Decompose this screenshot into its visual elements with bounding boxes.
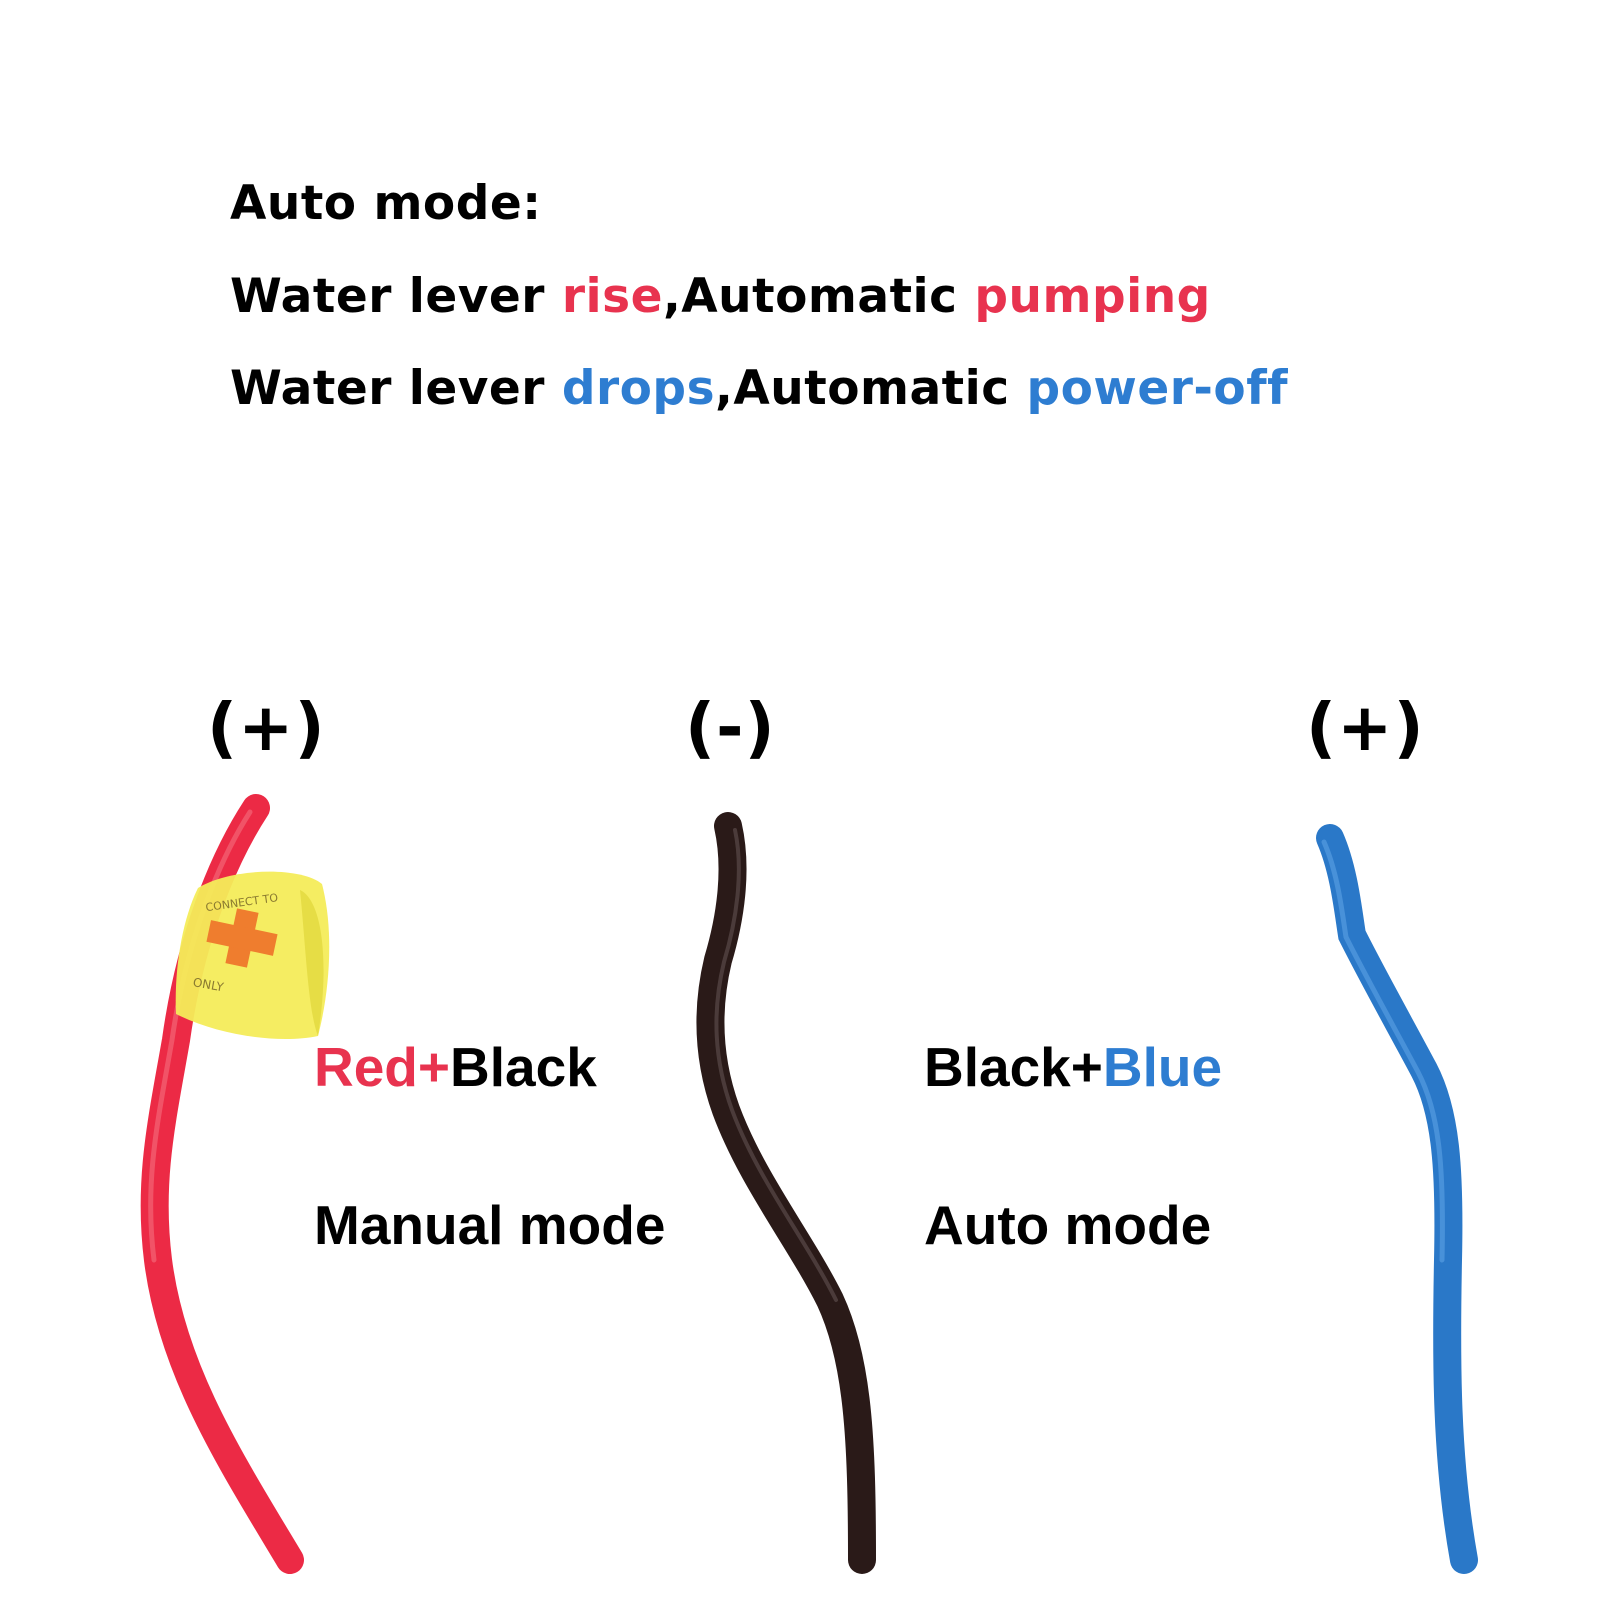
tag-body [175,871,330,1040]
line2-middle: ,Automatic [715,361,1027,416]
header-title: Auto mode: [230,176,542,231]
line1-accent-pumping: pumping [974,269,1211,324]
mode-label-manual: Manual mode [314,1194,666,1256]
combo-left-part2: Black [450,1036,597,1098]
plus-cross-icon [206,908,278,968]
combo-label-red-black: Red+Black [314,1040,597,1095]
combo-left-sep: + [417,1036,451,1098]
combo-right-part2: Blue [1102,1036,1223,1098]
combo-label-black-blue: Black+Blue [924,1040,1222,1095]
tag-shadow [300,890,324,1036]
polarity-label-left: (+) [207,689,326,766]
red-wire-highlight [148,809,253,1263]
combo-right-sep: + [1070,1036,1103,1098]
line1-middle: ,Automatic [662,269,975,324]
line1-accent-rise: rise [561,269,663,324]
header-line-rise: Water lever rise,Automatic pumping [230,273,1480,320]
black-wire [696,812,876,1574]
line2-accent-power-off: power-off [1026,361,1289,416]
combo-left-part1: Red [314,1036,418,1098]
combo-right-part1: Black [924,1036,1071,1098]
line1-prefix: Water lever [230,269,562,324]
mode-label-auto: Auto mode [924,1194,1212,1256]
black-wire-highlight [714,828,838,1302]
line2-prefix: Water lever [230,361,562,416]
header: Auto mode: Water lever rise,Automatic pu… [230,180,1480,457]
line2-accent-drops: drops [561,361,716,416]
blue-wire-highlight [1321,839,1445,1263]
polarity-label-middle: (-) [685,689,776,766]
header-line-drops: Water lever drops,Automatic power-off [230,365,1480,412]
blue-wire [1316,824,1478,1574]
connect-tag: CONNECT TO ONLY [175,871,330,1040]
tag-text-bottom: ONLY [192,975,225,994]
polarity-label-right: (+) [1306,689,1425,766]
